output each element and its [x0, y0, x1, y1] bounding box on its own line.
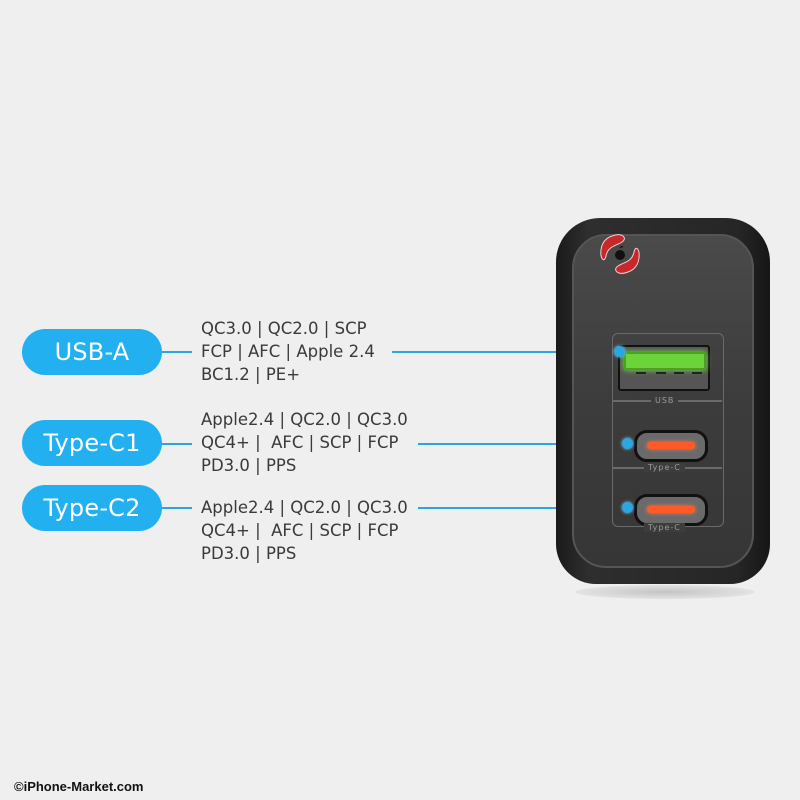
type-c2-connector-right	[418, 507, 628, 509]
usb-a-port-contacts	[624, 352, 706, 370]
type-c2-port-glow	[647, 506, 695, 513]
charger-shadow	[575, 585, 755, 599]
usb-pin	[656, 372, 666, 374]
type-c1-port-glow	[647, 442, 695, 449]
usb-pin	[692, 372, 702, 374]
watermark: ©iPhone-Market.com	[14, 779, 144, 794]
type-c1-label: Type-C1	[22, 420, 162, 466]
type-c2-connector-left	[162, 507, 192, 509]
type-c1-pointer-dot	[622, 438, 633, 449]
type-c1-port-label: Type-C	[644, 463, 685, 472]
type-c1-port	[634, 430, 708, 462]
usb-a-label: USB-A	[22, 329, 162, 375]
type-c1-connector-right	[418, 443, 628, 445]
type-c2-port	[634, 494, 708, 526]
usb-pin	[674, 372, 684, 374]
usb-a-pointer-dot	[614, 346, 625, 357]
usb-a-connector-left	[162, 351, 192, 353]
type-c1-connector-left	[162, 443, 192, 445]
brand-logo-icon	[600, 234, 640, 274]
type-c2-port-label: Type-C	[644, 523, 685, 532]
usb-port-label: USB	[651, 396, 679, 405]
usb-a-connector-right	[392, 351, 620, 353]
type-c2-pointer-dot	[622, 502, 633, 513]
usb-pin	[636, 372, 646, 374]
type-c2-label: Type-C2	[22, 485, 162, 531]
